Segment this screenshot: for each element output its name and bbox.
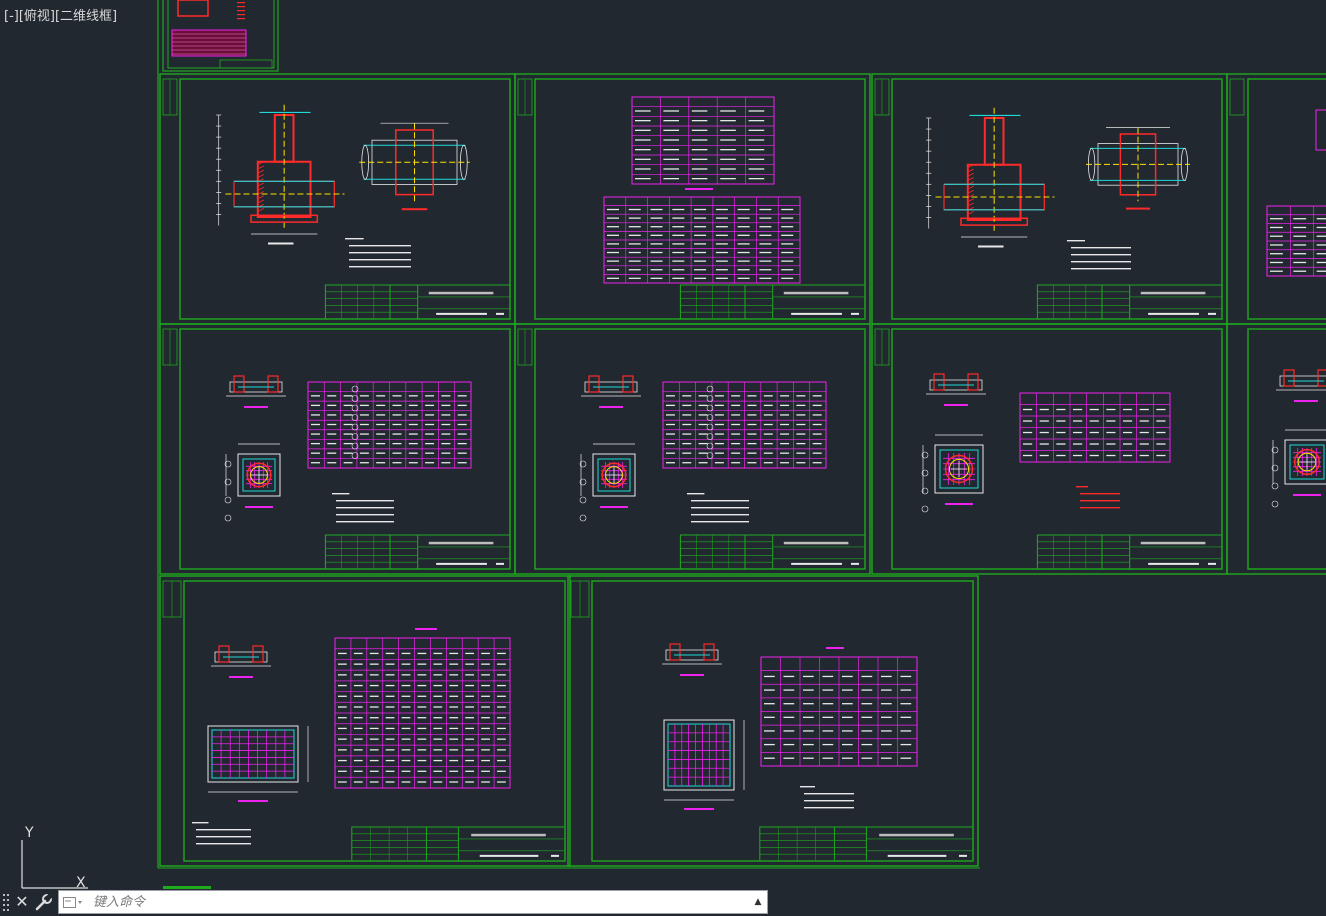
command-prompt-icon[interactable]	[63, 896, 83, 910]
sheet-section-plan-1	[159, 73, 516, 325]
viewport-label[interactable]: [-][俯视][二维线框]	[4, 9, 118, 24]
layout-boundary	[157, 0, 980, 869]
command-input[interactable]	[93, 892, 733, 912]
sheet-rect-rebar-1	[159, 575, 571, 867]
sheet-partial-table	[1226, 73, 1326, 325]
history-arrow-icon[interactable]: ▲	[754, 897, 762, 907]
command-line-bar: ✕ ▲	[0, 888, 770, 916]
sheet-rect-rebar-2	[567, 575, 979, 867]
ucs-x-label: X	[76, 875, 86, 891]
ucs-y-label: Y	[24, 825, 34, 841]
sheet-rebar-1	[159, 323, 516, 575]
sheet-site	[162, 0, 279, 72]
sheet-tables	[514, 73, 871, 325]
sheet-rebar-2	[514, 323, 871, 575]
layout-tab-strip	[163, 886, 211, 889]
sheet-section-plan-2	[871, 73, 1228, 325]
sheet-rebar-3	[871, 323, 1228, 575]
close-icon[interactable]: ✕	[15, 892, 29, 911]
ucs-icon: Y X	[21, 825, 88, 891]
sheet-partial-rebar	[1226, 323, 1326, 575]
command-field[interactable]: ▲	[58, 890, 768, 914]
grip-handle-icon[interactable]	[2, 893, 10, 911]
wrench-icon[interactable]	[34, 892, 54, 912]
